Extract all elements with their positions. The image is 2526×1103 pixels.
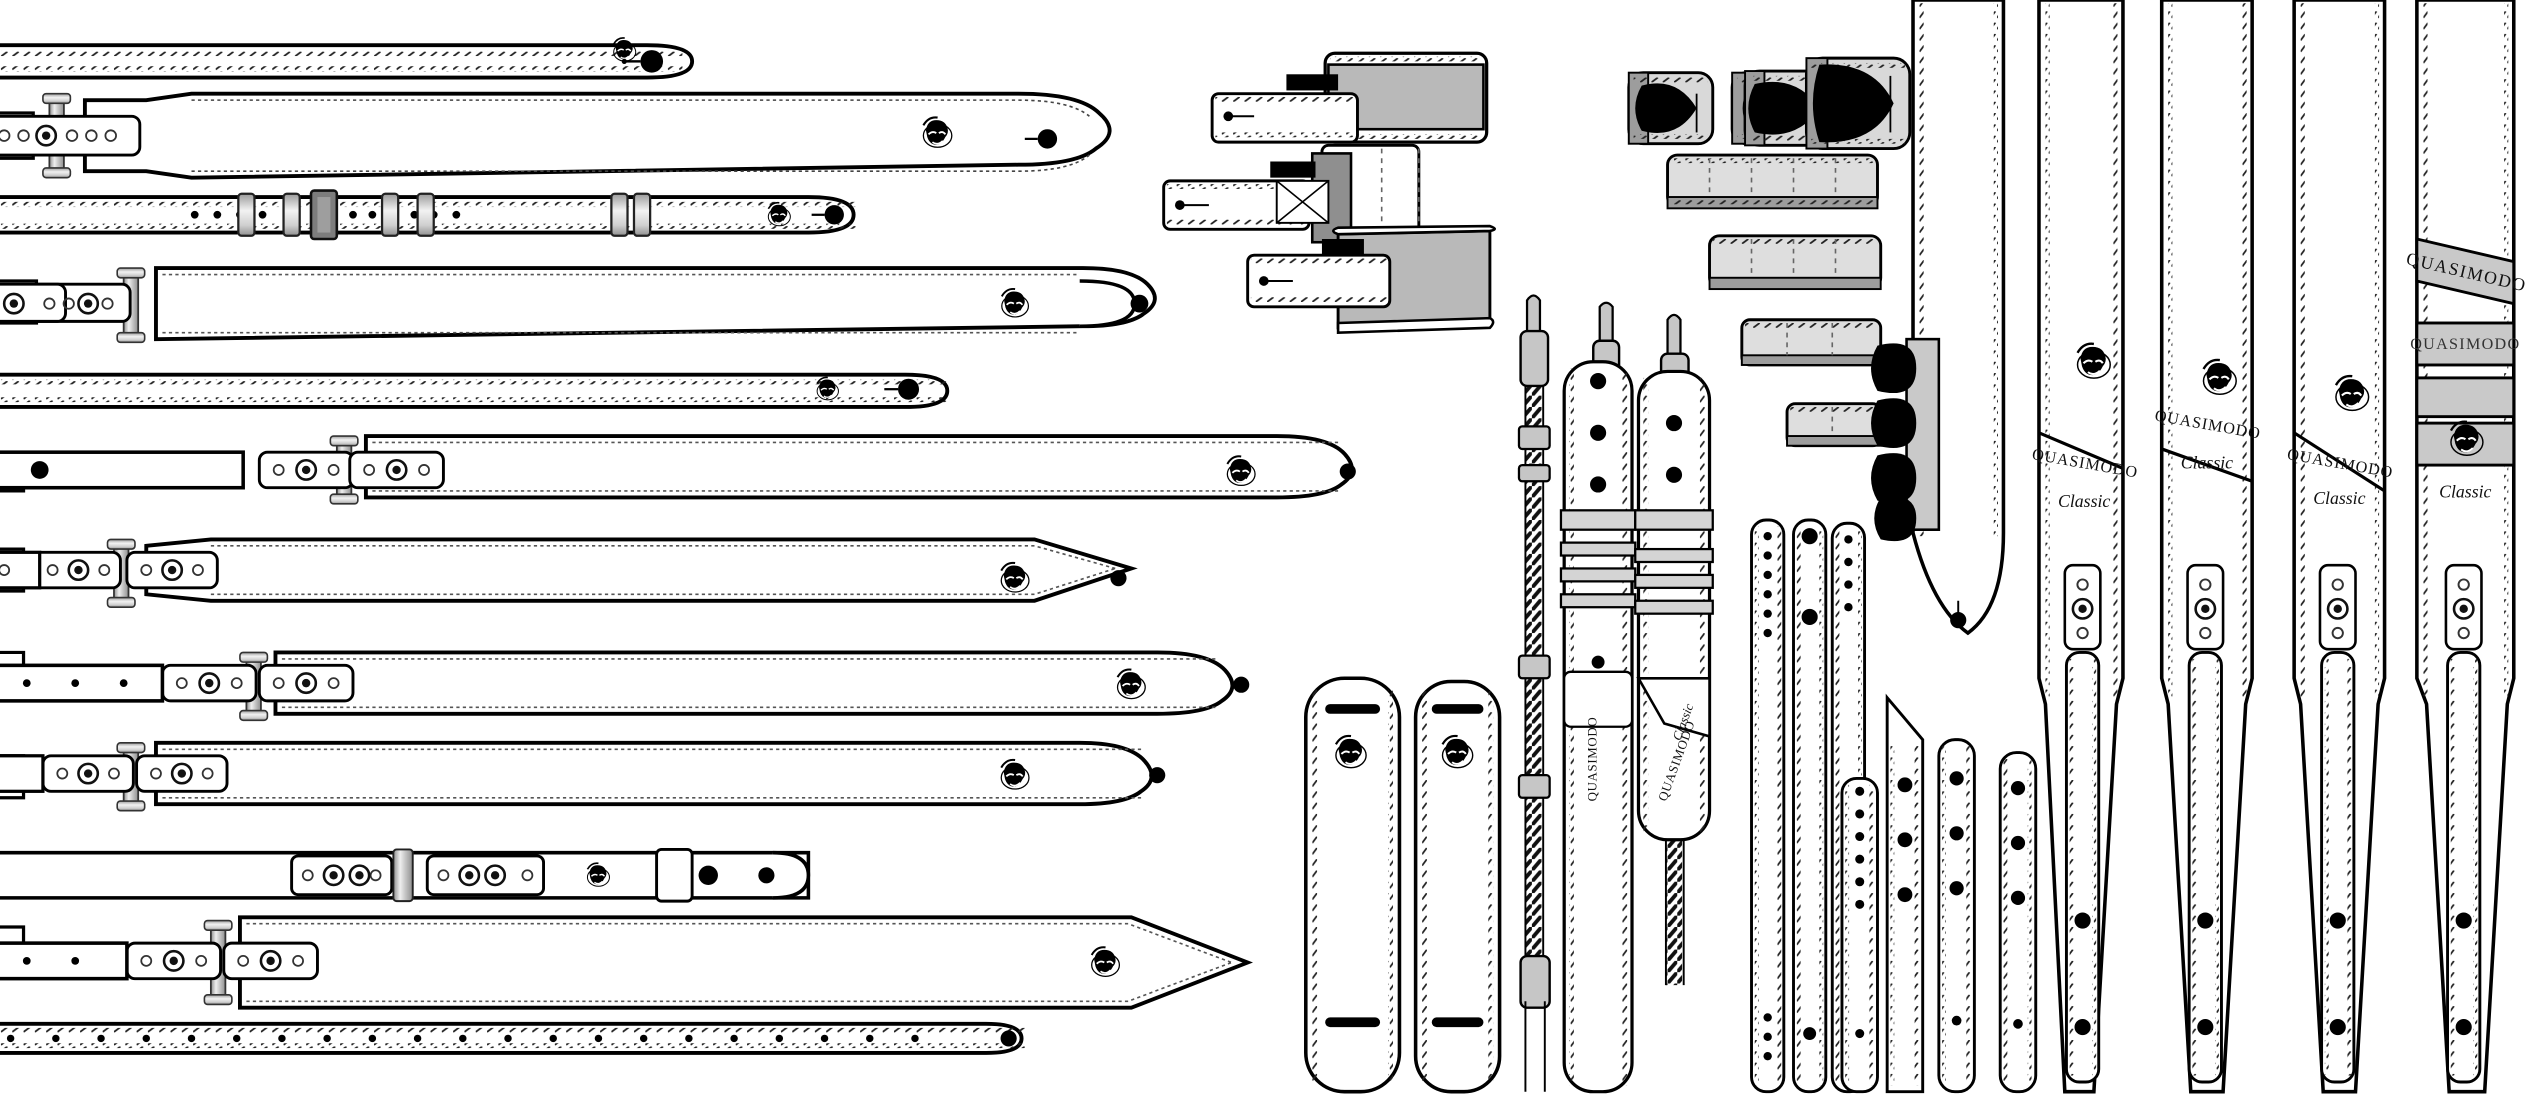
pocket-panel-4	[1785, 402, 1883, 448]
script-strap-4: Classic	[2313, 488, 2365, 508]
pick-holders-group	[1627, 56, 1912, 151]
tapered-tail-2	[1413, 679, 1502, 1094]
cable-strap-body-a	[1559, 360, 1637, 1094]
perf-straps-group	[1750, 518, 2038, 1094]
perf-strap-7	[1998, 751, 2038, 1094]
perf-strap-2	[1792, 518, 1828, 1094]
belt-row-7	[0, 537, 1138, 609]
vertical-straps-group	[1871, 0, 2516, 1094]
pocket-panel-2	[1708, 234, 1883, 291]
perf-strap-4	[1840, 776, 1879, 1094]
wordmark-cable-strap-a: QUASIMODO	[1584, 717, 1599, 802]
belt-row-2	[0, 91, 1112, 180]
belt-row-4	[0, 266, 1157, 344]
belt-row-1	[0, 37, 695, 80]
vertical-strap-pick-tail	[1871, 0, 2006, 636]
belt-row-6	[0, 434, 1356, 505]
vertical-strap-5	[2415, 0, 2516, 1094]
pouch-assembly-group	[1162, 51, 1497, 335]
pocket-panels-group	[1666, 153, 1883, 448]
belt-row-3	[0, 189, 857, 241]
belt-row-11	[0, 915, 1254, 1010]
belt-row-9	[0, 740, 1166, 812]
perf-strap-5	[1885, 693, 1925, 1094]
script-strap-2: Classic	[2058, 491, 2110, 511]
script-strap-3: Classic	[2181, 452, 2233, 472]
vertical-strap-3	[2159, 0, 2254, 1094]
belt-row-10	[0, 848, 811, 903]
cable-strap-body-b	[1634, 369, 1714, 842]
belt-row-5	[0, 372, 950, 409]
belts-left-group	[0, 37, 1356, 1055]
perf-strap-6	[1937, 738, 1976, 1094]
pocket-panel-1	[1666, 153, 1879, 210]
pick-holder-1	[1627, 71, 1715, 146]
pocket-panel-3	[1740, 318, 1883, 367]
cable-1	[1517, 294, 1551, 1092]
pick-holder-4	[1804, 56, 1912, 151]
tapered-tail-1	[1304, 676, 1402, 1094]
belt-row-8	[0, 650, 1250, 722]
tapered-tails-group	[1304, 676, 1502, 1094]
vertical-strap-2	[2037, 0, 2125, 1094]
vertical-strap-4	[2292, 0, 2387, 1094]
belt-row-12	[0, 1021, 1025, 1055]
script-strap-5: Classic	[2439, 481, 2491, 501]
perf-strap-1	[1750, 518, 1786, 1094]
cables-group	[1517, 294, 1714, 1094]
wordmark-strap-5-panel: QUASIMODO	[2410, 336, 2520, 353]
